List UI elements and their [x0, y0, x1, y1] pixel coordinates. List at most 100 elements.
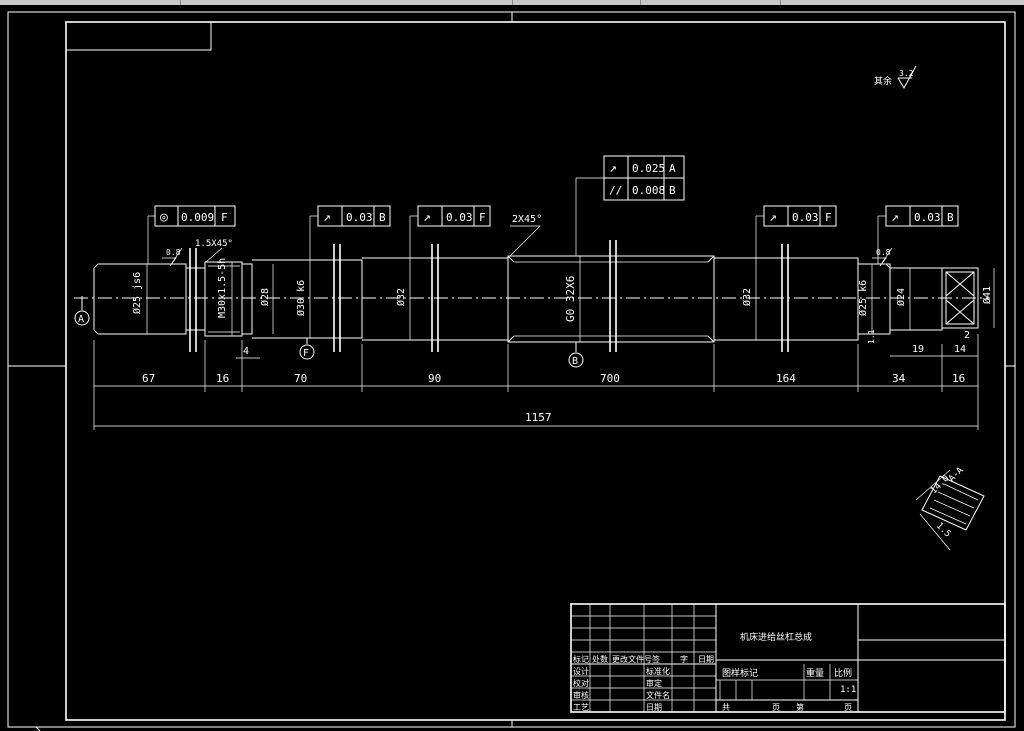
fcf-5: ↗ 0.03 F [755, 205, 837, 258]
tb-sign: 签 [652, 654, 660, 664]
dim-2: 2 [964, 330, 970, 341]
fcf-3: ↗ 0.03 F [409, 205, 491, 258]
fcf-6: ↗ 0.03 B [877, 205, 959, 264]
tb-scale-value: 1:1 [840, 685, 856, 695]
tb-date: 日期 [698, 655, 714, 664]
fcf-4-value-2: 0.008 [632, 184, 665, 197]
fcf-4-symbol-2: // [609, 184, 622, 197]
tb-standard: 标准化 [646, 666, 670, 676]
drawing-title: 机床进给丝杠总成 [740, 631, 812, 643]
dim-1-1: 1.1 [867, 329, 876, 344]
dim-16a: 16 [216, 372, 229, 385]
diameter-dimension-lines [146, 256, 995, 342]
fcf-2-symbol: ↗ [323, 210, 331, 225]
roughness-value: 3.2 [899, 69, 914, 78]
tb-review: 审核 [573, 690, 589, 700]
dim-164: 164 [776, 372, 796, 385]
small-roughness-2: 0.8 [876, 248, 891, 257]
dia-label-2: M30x1.5-5h [217, 258, 228, 318]
tb-scale: 比例 [834, 667, 852, 679]
fcf-4-datum-2: B [669, 184, 676, 197]
top-left-code-box [65, 21, 212, 51]
tb-total: 共 [722, 703, 730, 712]
small-roughness-1: 0.8 [166, 248, 181, 257]
fcf-4-symbol: ↗ [609, 161, 617, 176]
tb-date2: 日期 [646, 703, 662, 712]
shaft-outline [74, 255, 990, 343]
section-detail: 14.0 A-A 1.5 [915, 465, 985, 551]
fcf-3-symbol: ↗ [423, 210, 431, 225]
dia-label-3: Ø28 [259, 288, 271, 306]
title-block: 标记 处数 更改文件号 签 字 日期 设计 标准化 校对 审定 审核 文件名 工… [570, 603, 1006, 713]
dim-14: 14 [954, 344, 966, 355]
tb-filename: 文件名 [646, 690, 670, 700]
fcf-2: ↗ 0.03 B [309, 205, 391, 260]
dim-34: 34 [892, 372, 906, 385]
fcf-6-datum: B [947, 211, 954, 224]
dia-label-10: Ø41 [981, 286, 993, 304]
tb-approve: 审定 [646, 678, 662, 688]
window-top-bar [0, 0, 1024, 5]
tb-page-unit-2: 页 [844, 703, 852, 712]
tb-page-unit: 页 [772, 703, 780, 712]
dia-label-5: Ø32 [395, 288, 407, 306]
fcf-3-value: 0.03 [446, 211, 473, 224]
small-roughness-marks: 0.8 0.8 [162, 247, 893, 267]
fcf-6-symbol: ↗ [891, 210, 899, 225]
fcf-5-symbol: ↗ [769, 210, 777, 225]
tb-design: 设计 [573, 666, 589, 676]
outer-frame [7, 11, 1016, 728]
tb-stage: 图样标记 [722, 667, 758, 679]
section-marks [189, 240, 789, 352]
fcf-3-datum: F [479, 211, 486, 224]
fcf-2-value: 0.03 [346, 211, 373, 224]
fcf-6-value: 0.03 [914, 211, 941, 224]
chamfer-label-1: 1.5X45° [195, 239, 233, 249]
chamfer-callouts: 1.5X45° 2X45° [195, 214, 542, 263]
dia-label-7: Ø32 [741, 288, 753, 306]
engineering-drawing-canvas[interactable]: 其余 3.2 [0, 5, 1024, 731]
dia-label-9: Ø24 [895, 288, 907, 306]
dia-label-4: Ø30 k6 [295, 280, 307, 316]
section-label-3: 1.5 [934, 521, 953, 540]
chamfer-label-2: 2X45° [512, 214, 542, 225]
dia-label-8: Ø25 k6 [857, 280, 869, 316]
tb-mark: 标记 [573, 654, 589, 664]
tb-count: 处数 [592, 654, 608, 664]
dim-19: 19 [912, 344, 924, 355]
dia-label-1: Ø25 js6 [131, 272, 143, 314]
tb-sheet-no: 第 [796, 702, 804, 712]
roughness-label: 其余 [874, 75, 892, 87]
dim-overall: 1157 [525, 411, 552, 424]
fcf-4: ↗ 0.025 A // 0.008 B [575, 155, 685, 256]
tb-weight: 重量 [806, 667, 824, 679]
inner-frame [65, 21, 1006, 721]
centering-marks [8, 12, 1015, 727]
section-label-2: A-A [947, 465, 966, 484]
dim-700: 700 [600, 372, 620, 385]
datum-F: F [303, 348, 309, 359]
roughness-symbol-general: 其余 3.2 [874, 65, 917, 90]
datum-markers: A F B [74, 296, 584, 368]
tb-sign2: 字 [680, 654, 688, 664]
diameter-labels: Ø25 js6 M30x1.5-5h Ø28 Ø30 k6 Ø32 G0 32X… [131, 258, 993, 322]
tb-change-doc: 更改文件号 [612, 654, 652, 664]
fcf-4-datum: A [669, 162, 676, 175]
dim-90: 90 [428, 372, 441, 385]
corner-tick [35, 726, 41, 731]
dim-70: 70 [294, 372, 307, 385]
fcf-5-datum: F [825, 211, 832, 224]
fcf-4-value: 0.025 [632, 162, 665, 175]
fcf-1: ◎ 0.009 F [147, 205, 236, 264]
length-dimensions: 67 16 70 90 700 164 34 16 4 19 14 2 1.1 … [93, 329, 979, 430]
fcf-5-value: 0.03 [792, 211, 819, 224]
dia-label-6: G0 32X6 [564, 276, 577, 322]
datum-B: B [572, 356, 578, 367]
dim-4: 4 [243, 346, 249, 357]
dim-67: 67 [142, 372, 155, 385]
fcf-2-datum: B [379, 211, 386, 224]
dim-16b: 16 [952, 372, 965, 385]
tb-check: 校对 [573, 678, 589, 688]
fcf-1-datum: F [221, 211, 228, 224]
fcf-1-symbol: ◎ [160, 210, 168, 225]
